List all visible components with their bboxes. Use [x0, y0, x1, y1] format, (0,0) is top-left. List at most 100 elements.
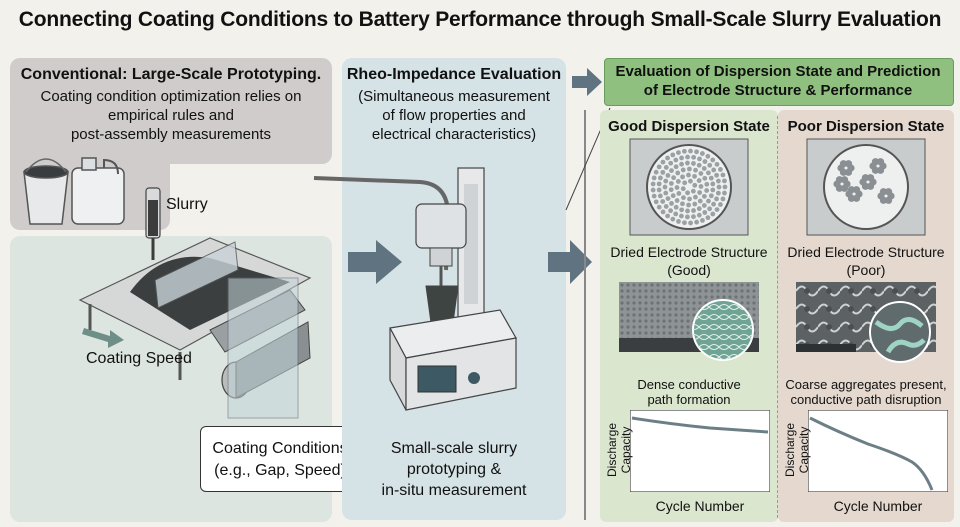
conventional-desc-3: post-assembly measurements [70, 126, 272, 143]
particle-dot [674, 185, 680, 190]
particle-dot [691, 208, 696, 213]
bucket-icon [23, 158, 69, 225]
particle-dot [656, 164, 662, 170]
poor-path-1: Coarse aggregates present, [785, 377, 947, 392]
poor-xlabel: Cycle Number [833, 498, 923, 514]
rheometer-illustration [313, 167, 517, 411]
particle-dot [698, 184, 704, 189]
particle-dot [705, 215, 711, 221]
particle-dot [692, 182, 698, 188]
particle-dot [704, 188, 710, 193]
particle-dot [701, 203, 707, 208]
particle-dot [691, 154, 697, 160]
particle-dot [653, 169, 659, 175]
rheo-bottom-3: in-situ measurement [381, 482, 527, 499]
particle-dot [680, 186, 686, 192]
particle-dot [670, 193, 676, 199]
evaluation-heading-2: of Electrode Structure & Performance [643, 82, 913, 99]
particle-dot [682, 180, 688, 186]
particle-dot [680, 167, 686, 173]
aggregate-particle [884, 188, 893, 196]
particle-dot [663, 164, 669, 170]
coating-conditions-box [200, 426, 362, 492]
particle-dot [675, 179, 681, 184]
side-guide [227, 277, 299, 419]
particle-dot [673, 164, 679, 170]
particle-dot [707, 162, 713, 168]
rheometer-head [415, 203, 467, 249]
aggregate-particle [835, 176, 844, 184]
particle-dot [685, 208, 690, 214]
particle-dot [678, 213, 684, 219]
particle-dot [675, 170, 681, 176]
particle-dot [673, 204, 679, 210]
conventional-desc-2: empirical rules and [108, 107, 234, 124]
good-ylabel: Discharge Capacity [605, 422, 634, 478]
particle-dot [722, 190, 727, 196]
rheo-desc-3: electrical characteristics) [371, 126, 537, 143]
particle-dot [681, 195, 686, 201]
particle-dot [702, 159, 708, 164]
particle-dot [651, 193, 657, 199]
particle-dot [686, 202, 691, 208]
particle-dot [676, 150, 681, 155]
particle-dot [711, 167, 717, 173]
aggregate-particle [884, 196, 893, 204]
particle-dot [692, 173, 697, 179]
aggregate-particle [852, 194, 861, 202]
poor-title: Poor Dispersion State [787, 118, 945, 135]
particle-dot [694, 219, 700, 225]
particle-dot [687, 196, 692, 202]
particle-dot [699, 151, 705, 156]
coating-speed-label: Coating Speed [86, 350, 192, 367]
aggregate-particle [879, 188, 888, 196]
slurry-label: Slurry [166, 196, 208, 213]
particle-dot [698, 171, 704, 176]
particle-dot [669, 201, 674, 206]
particle-dot [702, 175, 708, 181]
control-knob-icon [468, 372, 480, 384]
rheo-desc-1: (Simultaneous measurement [358, 88, 550, 105]
poor-ylabel: Discharge Capacity [783, 422, 812, 478]
particle-dot [714, 161, 720, 167]
aggregate-particle [844, 160, 853, 168]
particle-dot [651, 175, 657, 181]
particle-dot [681, 148, 687, 154]
particle-dot [714, 172, 720, 178]
particle-dot [665, 196, 671, 201]
conventional-heading: Conventional: Large-Scale Prototyping. [20, 66, 322, 83]
particle-dot [674, 198, 680, 203]
particle-dot [704, 181, 710, 187]
good-capacity-chart [630, 410, 770, 492]
coating-machine-illustration [78, 187, 312, 419]
particle-dot [650, 187, 656, 193]
poor-sem-image [796, 282, 936, 363]
aggregate-particle [861, 174, 870, 182]
particle-dot [722, 184, 728, 190]
good-sem-image [619, 282, 759, 361]
arrow-2-icon [548, 240, 592, 284]
particle-dot [692, 201, 698, 207]
good-capacity-curve [631, 416, 769, 434]
particle-dot [696, 212, 702, 218]
particle-dot [720, 196, 726, 202]
aggregate-particle [876, 166, 885, 174]
particle-dot [663, 190, 669, 196]
particle-dot [665, 213, 671, 219]
particle-dot [697, 156, 702, 162]
particle-dot [691, 161, 696, 166]
particle-dot [660, 159, 666, 165]
particle-dot [693, 167, 698, 173]
aggregate-particle [839, 160, 848, 168]
blade [154, 241, 239, 309]
particle-dot [662, 184, 668, 190]
speed-arrow-icon [82, 328, 124, 348]
coating-conditions-2: (e.g., Gap, Speed) [214, 462, 346, 479]
particle-dot [670, 152, 676, 158]
particle-dot [691, 214, 696, 220]
particle-dot [696, 178, 702, 183]
particle-dot [682, 220, 687, 226]
aggregate-particle [866, 182, 875, 190]
particle-dot [688, 178, 693, 184]
